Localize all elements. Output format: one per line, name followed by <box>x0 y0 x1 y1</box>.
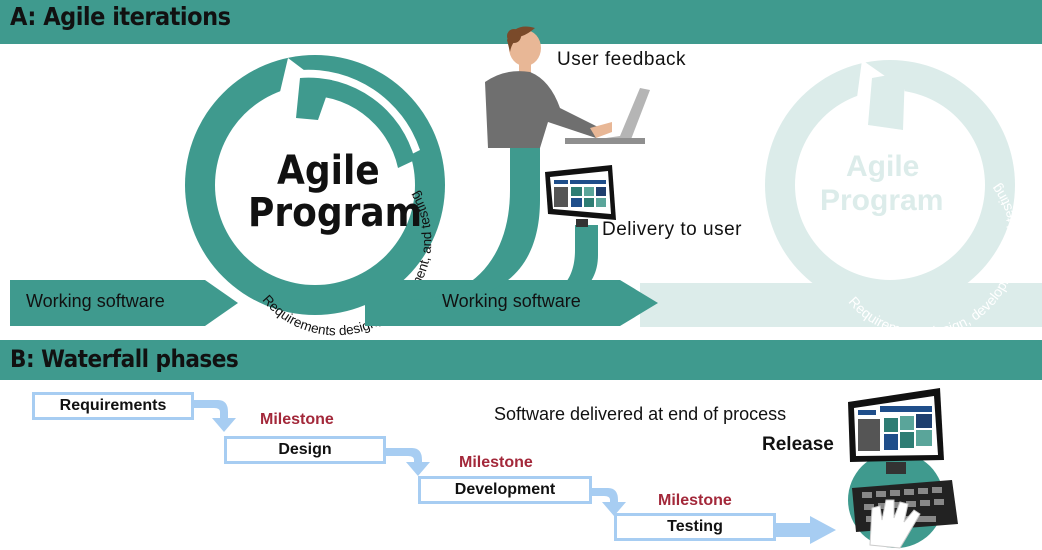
ghost-agile-cycle: Requirements design, development, and te… <box>640 60 1042 340</box>
phase-development: Development <box>418 476 592 504</box>
person-laptop-icon <box>485 26 650 148</box>
monitor-icon <box>545 165 616 227</box>
milestone-3: Milestone <box>658 492 732 509</box>
phase-testing: Testing <box>614 513 776 541</box>
working-software-arrow-mid <box>365 280 658 326</box>
ghost-program-line1: Agile <box>846 150 920 183</box>
working-software-mid-label: Working software <box>442 291 581 311</box>
feedback-loop <box>410 140 540 300</box>
ghost-program-line2: Program <box>820 184 944 217</box>
phase-requirements: Requirements <box>32 392 194 420</box>
phase-design: Design <box>224 436 386 464</box>
user-feedback-label: User feedback <box>557 49 687 70</box>
delivered-note: Software delivered at end of process <box>494 404 787 424</box>
delivery-loop <box>520 225 598 305</box>
agile-cycle: Requirements design, development, and te… <box>185 55 445 338</box>
milestone-1: Milestone <box>260 411 334 428</box>
working-software-arrow-left <box>10 280 238 326</box>
section-a-title: A: Agile iterations <box>10 2 231 31</box>
milestone-2: Milestone <box>459 454 533 471</box>
monitor-keyboard-icon <box>848 388 958 549</box>
section-b-title: B: Waterfall phases <box>10 345 239 373</box>
program-line2: Program <box>248 190 423 236</box>
program-line1: Agile <box>277 148 380 194</box>
release-label: Release <box>762 434 834 455</box>
section-b-header: B: Waterfall phases <box>0 340 1042 380</box>
working-software-left-label: Working software <box>26 291 165 311</box>
delivery-label: Delivery to user <box>602 219 742 240</box>
